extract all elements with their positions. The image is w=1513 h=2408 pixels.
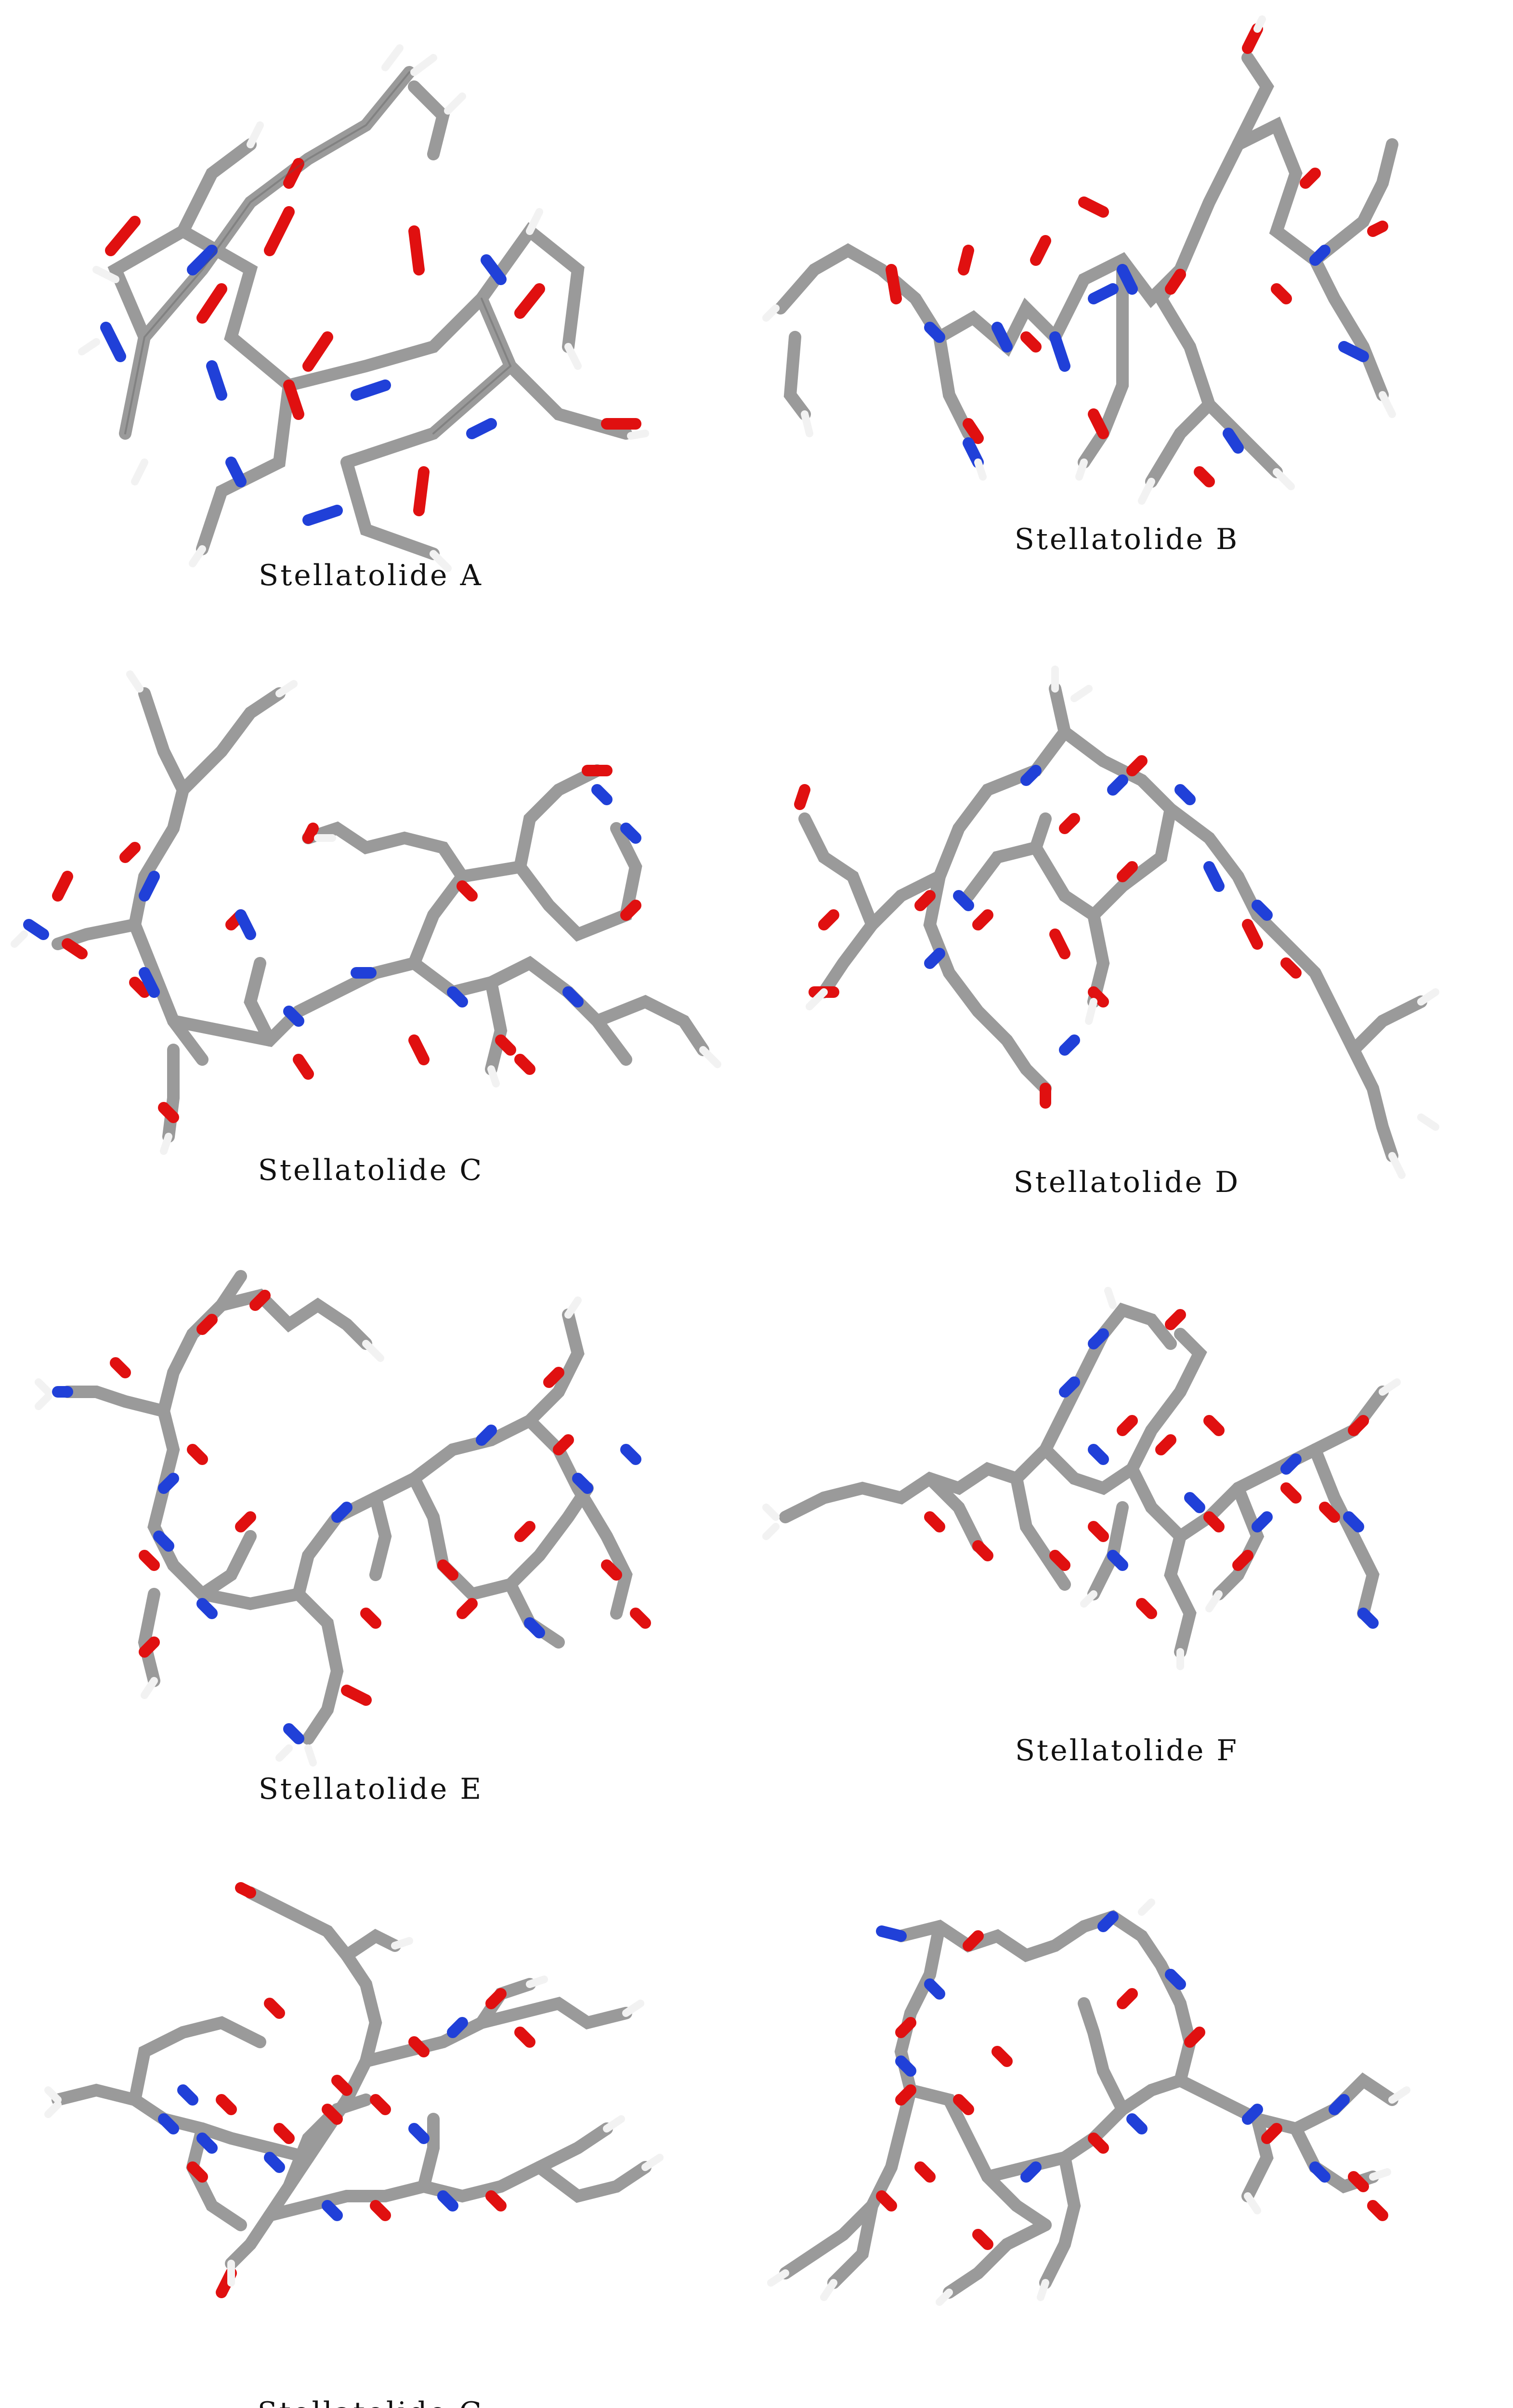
caption-stellatolide-d: Stellatolide D bbox=[1013, 1165, 1240, 1199]
caption-stellatolide-a: Stellatolide A bbox=[259, 559, 483, 592]
molecule-panel-g: Stellatolide G bbox=[0, 1859, 756, 2408]
molecule-panel-d: Stellatolide D bbox=[756, 626, 1513, 1247]
molecule-panel-a: Stellatolide A bbox=[0, 0, 756, 626]
caption-stellatolide-g: Stellatolide G bbox=[258, 2396, 484, 2408]
molecule-panel-b: Stellatolide B bbox=[756, 0, 1513, 626]
molecule-render-stellatolide-a bbox=[78, 44, 649, 572]
molecule-render-stellatolide-b bbox=[762, 15, 1398, 505]
molecule-render-stellatolide-d bbox=[794, 666, 1439, 1179]
molecule-render-stellatolide-g bbox=[44, 1882, 664, 2298]
caption-stellatolide-c: Stellatolide C bbox=[258, 1153, 484, 1187]
molecule-panel-c: Stellatolide C bbox=[0, 626, 756, 1247]
molecule-render-stellatolide-c bbox=[11, 670, 721, 1155]
molecule-panel-e: Stellatolide E bbox=[0, 1247, 756, 1859]
molecule-render-stellatolide-e bbox=[35, 1270, 651, 1767]
caption-stellatolide-b: Stellatolide B bbox=[1014, 523, 1239, 556]
molecule-render-stellatolide-h bbox=[767, 1898, 1410, 2306]
molecule-panel-h: Stellatolide H bbox=[756, 1859, 1513, 2408]
caption-stellatolide-f: Stellatolide F bbox=[1015, 1734, 1239, 1767]
caption-stellatolide-e: Stellatolide E bbox=[258, 1772, 483, 1806]
molecule-render-stellatolide-f bbox=[762, 1287, 1401, 1670]
molecule-panel-f: Stellatolide F bbox=[756, 1247, 1513, 1859]
